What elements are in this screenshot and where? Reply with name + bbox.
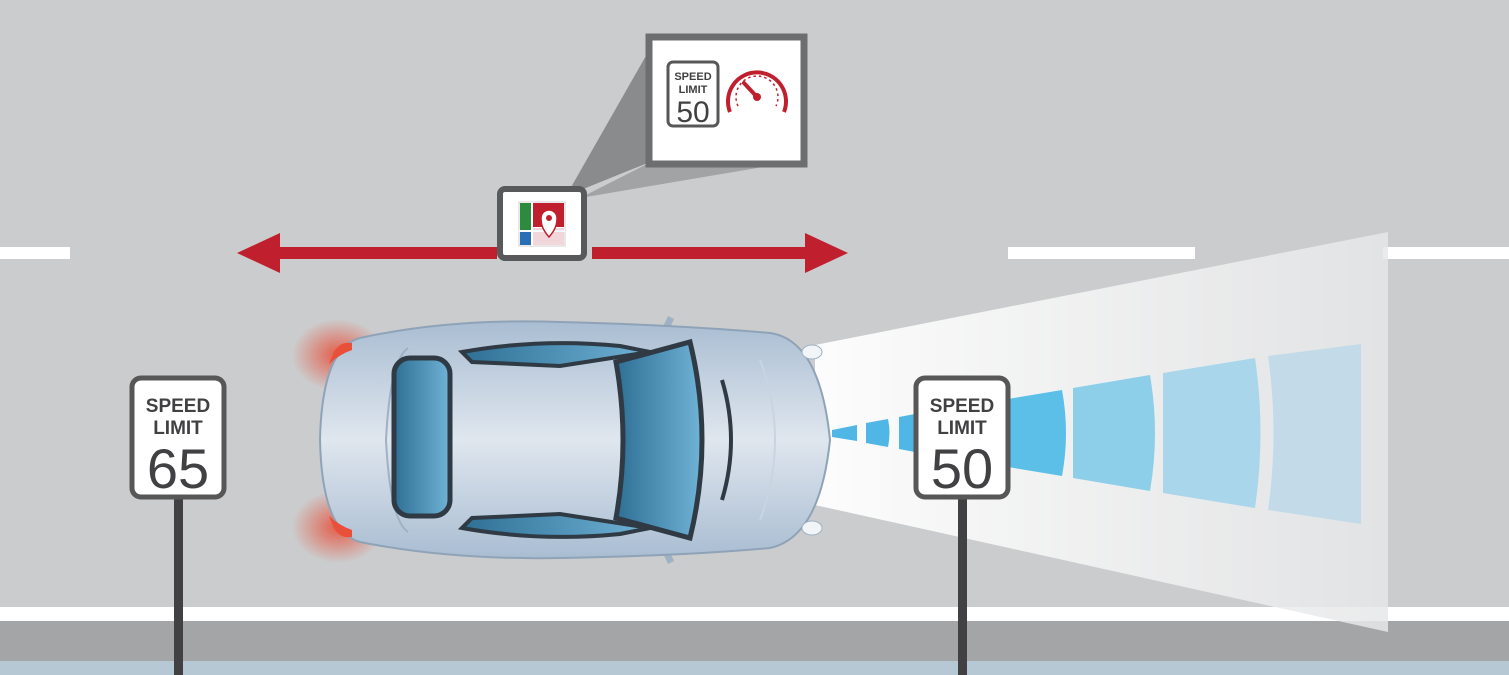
arrow-left-icon — [237, 233, 280, 273]
right-sign-line2: LIMIT — [937, 418, 987, 439]
right-sign-line1: SPEED — [930, 396, 994, 417]
map-pin-icon — [540, 209, 558, 239]
right-sign-value: 50 — [931, 437, 993, 500]
callout-sign-line2: LIMIT — [679, 84, 708, 96]
callout-pointer — [580, 160, 804, 198]
lane-dash — [0, 247, 70, 259]
navigation-device — [497, 186, 587, 261]
left-sign-line1: SPEED — [146, 396, 210, 417]
callout-pointer — [566, 40, 655, 196]
speedometer-icon — [726, 70, 788, 113]
sidewalk — [0, 661, 1509, 675]
arrow-right-icon — [805, 233, 848, 273]
sensor-beam — [832, 344, 1361, 524]
left-sign-line2: LIMIT — [153, 418, 203, 439]
callout-panel: SPEED LIMIT 50 — [645, 33, 808, 168]
left-sign-value: 65 — [147, 437, 209, 500]
speed-zone-arrows — [237, 233, 848, 273]
callout-sign-value: 50 — [676, 96, 709, 129]
road-edge-line — [0, 607, 1509, 621]
speed-limit-sign-left: SPEED LIMIT 65 — [129, 375, 227, 675]
speed-limit-sign-right: SPEED LIMIT 50 — [913, 375, 1011, 675]
callout-speed-sign: SPEED LIMIT 50 — [666, 60, 720, 129]
callout-sign-line1: SPEED — [674, 71, 711, 83]
car-top-view — [318, 316, 832, 564]
lane-dash — [1008, 247, 1195, 259]
shoulder — [0, 621, 1509, 661]
lane-dash — [1383, 247, 1509, 259]
